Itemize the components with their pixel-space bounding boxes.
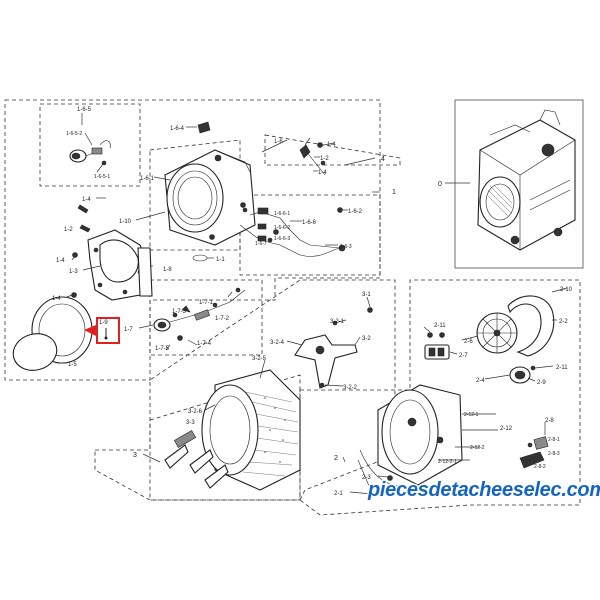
label-1-6-5: 1-6-5 (77, 107, 92, 113)
site-watermark: piecesdetacheeselec.com (367, 479, 600, 501)
label-1-4-b: 1-4 (56, 258, 65, 264)
label-1-7-1: 1-7-1 (199, 300, 214, 306)
drum-assembly (164, 307, 373, 491)
group-1-6-5-boundary (39, 103, 141, 187)
label-1-2-b: 1-2 (320, 156, 329, 162)
label-1-7-2: 1-7-2 (215, 316, 230, 322)
label-1-6-6-1: 1-6-6-1 (274, 211, 290, 217)
callout-labels: 0 1 1-6-5 1-6-5-2 1-6-5-1 1-6-4 1-6 1-6-… (52, 107, 573, 497)
label-1-10: 1-10 (119, 219, 132, 225)
group-1-7-boundary (149, 279, 263, 356)
label-3: 3 (133, 452, 137, 459)
label-2-12-2-1: 2-12-2-1 (438, 459, 457, 465)
highlighted-callout: 1-9 (84, 317, 120, 344)
label-2-11-b: 2-11 (556, 365, 568, 371)
group-2-boundary (299, 279, 581, 516)
label-1-7-4: 1-7-4 (197, 341, 212, 347)
front-tub-assembly (12, 121, 346, 371)
group-1-2-boundary (264, 134, 401, 166)
label-1-6-2: 1-6-2 (348, 209, 363, 215)
label-2-10: 2-10 (560, 287, 573, 293)
label-1-4-d: 1-4 (327, 142, 336, 148)
label-2-12-2: 2-12-2 (470, 445, 485, 451)
leader-lines (57, 113, 568, 495)
label-2-7: 2-7 (459, 353, 468, 359)
label-1-1: 1-1 (216, 257, 225, 263)
label-1-7-3: 1-7-3 (172, 309, 187, 315)
highlight-arrow-icon (84, 325, 96, 336)
label-1-4-c: 1-4 (52, 296, 61, 302)
label-2-4: 2-4 (476, 378, 485, 384)
label-1-6-6-3: 1-6-6-3 (274, 236, 290, 242)
label-2-9: 2-9 (537, 380, 546, 386)
label-3-3: 3-3 (186, 420, 195, 426)
label-1-9: 1-9 (99, 320, 108, 326)
label-1-6-6-2: 1-6-6-2 (274, 225, 290, 231)
label-2-8-1: 2-8-1 (548, 437, 560, 443)
label-1-7: 1-7 (124, 327, 133, 333)
label-3-2: 3-2 (362, 336, 371, 342)
label-1-6-1: 1-6-1 (140, 176, 155, 182)
label-2-1: 2-1 (334, 491, 343, 497)
label-3-2-6: 3-2-6 (188, 409, 203, 415)
complete-tub-assembly (477, 109, 576, 251)
label-1-5: 1-5 (68, 362, 77, 368)
label-1-8: 1-8 (163, 267, 172, 273)
label-1-3: 1-3 (69, 269, 78, 275)
label-1-6-3: 1-6-3 (340, 244, 352, 250)
label-1-4-e: 1-4 (318, 170, 327, 176)
label-3-2-2: 3-2-2 (343, 385, 358, 391)
label-1: 1 (392, 189, 396, 196)
label-1-6-4: 1-6-4 (170, 126, 185, 132)
group-1-6-boundary (149, 139, 241, 251)
label-2-2: 2-2 (559, 319, 568, 325)
group-0-frame (454, 99, 584, 269)
label-2-12: 2-12 (500, 426, 513, 432)
label-1-6-5-2: 1-6-5-2 (66, 131, 82, 137)
rear-tub-assembly (357, 295, 555, 498)
label-2-3: 2-3 (362, 475, 371, 481)
label-1-6-6: 1-6-6 (302, 220, 317, 226)
part-1-9-dot (104, 336, 108, 340)
label-2-6: 2-6 (464, 339, 473, 345)
label-1-6-7: 1-6-7 (255, 241, 267, 247)
label-0: 0 (438, 181, 442, 188)
label-1-6: 1-6 (274, 139, 283, 145)
label-3-2-5: 3-2-5 (252, 356, 267, 362)
label-2-12-1: 2-12-1 (464, 412, 479, 418)
label-2-8: 2-8 (545, 418, 554, 424)
label-4: 4 (381, 156, 385, 163)
label-1-4-a: 1-4 (82, 197, 91, 203)
label-1-2: 1-2 (64, 227, 73, 233)
label-2-8-2: 2-8-2 (534, 464, 546, 470)
group-1-6-6-boundary (239, 194, 381, 276)
label-1-6-5-1: 1-6-5-1 (94, 174, 110, 180)
label-3-1: 3-1 (362, 292, 371, 298)
label-2: 2 (334, 455, 338, 462)
label-2-8-3: 2-8-3 (548, 451, 560, 457)
label-3-2-1: 3-2-1 (330, 319, 345, 325)
group-1-boundary (4, 99, 381, 381)
highlight-box (96, 317, 120, 344)
label-2-11: 2-11 (434, 323, 446, 329)
group-3-3-boundary (149, 374, 301, 501)
label-3-2-4: 3-2-4 (270, 340, 285, 346)
label-1-7-5: 1-7-5 (155, 346, 170, 352)
